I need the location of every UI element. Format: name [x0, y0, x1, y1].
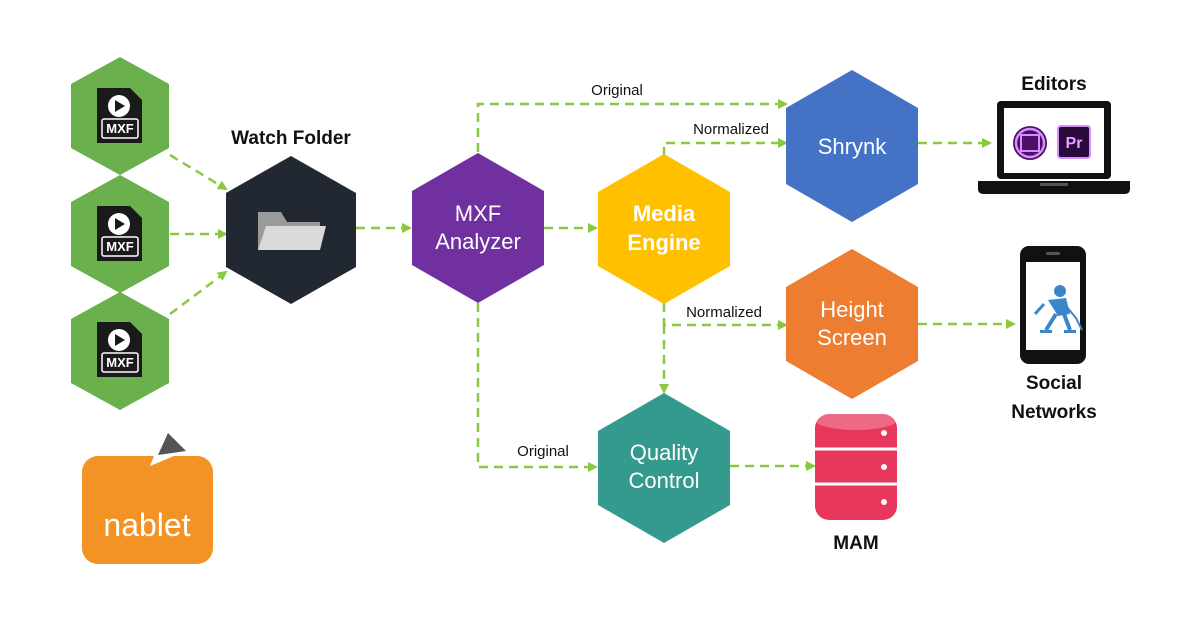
mxf-label: MXF [106, 355, 134, 370]
media-engine-label-line2: Engine [627, 230, 700, 255]
height-screen-node: Height Screen [786, 249, 918, 399]
quality-control-label-line2: Control [629, 468, 700, 493]
quality-control-label-line1: Quality [630, 440, 698, 465]
mxf-analyzer-label-line2: Analyzer [435, 229, 521, 254]
media-engine-node: Media Engine [598, 154, 730, 304]
mxf-analyzer-label-line1: MXF [455, 201, 501, 226]
edge-label-analyzer-qc: Original [517, 443, 569, 460]
mxf-label: MXF [106, 239, 134, 254]
editors-caption: Editors [1021, 74, 1086, 95]
mam-destination: MAM [815, 410, 897, 554]
laptop-icon [978, 101, 1130, 194]
connector-analyzer-qc [476, 303, 598, 472]
input-mxf-2: MXF [71, 175, 169, 293]
video-file-icon: MXF [97, 322, 142, 377]
edge-label-analyzer-shrynk: Original [591, 82, 643, 99]
database-icon [815, 410, 897, 520]
premiere-badge-text: Pr [1066, 135, 1083, 152]
edge-label-engine-height: Normalized [686, 304, 762, 321]
video-file-icon: MXF [97, 88, 142, 143]
connector-engine-shrynk [662, 138, 788, 156]
quality-control-node: Quality Control [598, 393, 730, 543]
quality-control-hexagon [598, 393, 730, 543]
hockey-player-icon [1033, 285, 1083, 333]
mxf-label: MXF [106, 121, 134, 136]
social-networks-destination: Social Networks [1011, 246, 1097, 423]
premiere-pro-icon: Pr [1013, 125, 1091, 160]
input-mxf-1: MXF [71, 57, 169, 175]
mxf-analyzer-node: MXF Analyzer [412, 153, 544, 303]
shrynk-hexagon [786, 70, 918, 222]
folder-icon [258, 212, 326, 250]
smartphone-icon [1020, 246, 1086, 364]
height-screen-hexagon [786, 249, 918, 399]
mxf-analyzer-hexagon [412, 153, 544, 303]
connector-input3-watch [169, 270, 228, 315]
video-file-icon: MXF [97, 206, 142, 261]
logo-text: nablet [103, 507, 190, 543]
watch-folder-node: Watch Folder [226, 128, 356, 304]
social-networks-label-line2: Networks [1011, 402, 1097, 423]
height-screen-label-line1: Height [820, 297, 884, 322]
watch-folder-caption: Watch Folder [231, 128, 351, 149]
flow-connectors [169, 99, 1016, 472]
connector-input1-watch [169, 153, 228, 191]
height-screen-label-line2: Screen [817, 325, 887, 350]
media-engine-hexagon [598, 154, 730, 304]
connector-analyzer-shrynk [476, 99, 788, 152]
shrynk-node: Shrynk [786, 70, 918, 222]
mam-caption: MAM [833, 533, 878, 554]
input-mxf-3: MXF [71, 292, 169, 410]
media-engine-label-line1: Media [633, 201, 696, 226]
social-networks-label-line1: Social [1026, 373, 1082, 394]
edge-label-engine-shrynk: Normalized [693, 121, 769, 138]
shrynk-label: Shrynk [818, 134, 887, 159]
editors-destination: Editors Pr [978, 74, 1130, 194]
nablet-logo: nablet [82, 433, 213, 564]
